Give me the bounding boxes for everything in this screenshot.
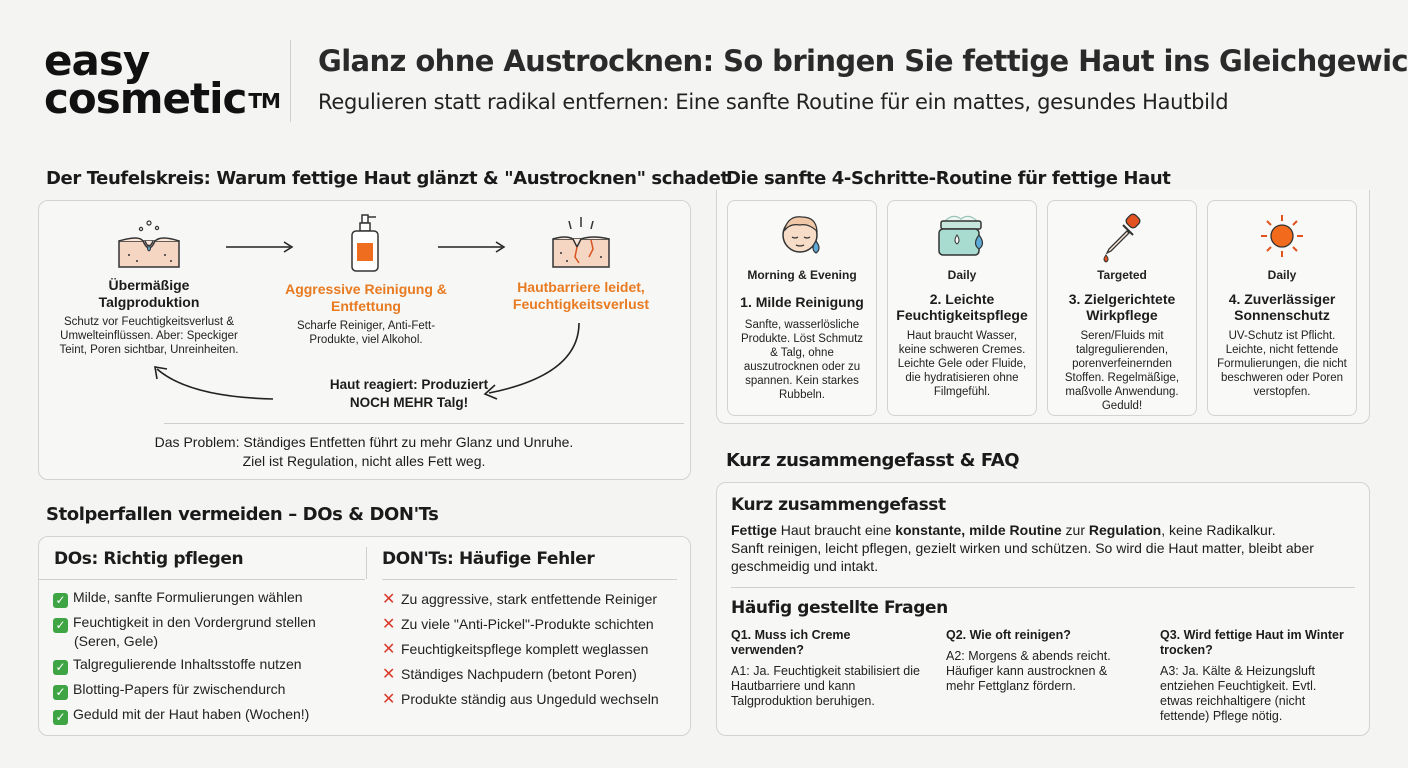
routine-3-desc: Seren/Fluids mit talgregulierenden, pore… <box>1064 330 1180 412</box>
summary-divider <box>731 587 1355 588</box>
vicious-step-2-title: Aggressive Reinigung & Entfettung <box>285 281 447 314</box>
dont-item: ✕Ständiges Nachpudern (betont Poren) <box>382 666 637 683</box>
faq-answer-3: A3: Ja. Kälte & Heizungsluft entziehen F… <box>1160 664 1317 723</box>
donts-heading: DON'Ts: Häufige Fehler <box>382 549 595 569</box>
routine-2-title: 2. Leichte Feuchtigkeitspflege <box>896 291 1028 323</box>
vicious-step-3-title: Hautbarriere leidet, Feuchtigkeitsverlus… <box>512 279 650 312</box>
summary-section-heading: Kurz zusammengefasst & FAQ <box>726 450 1020 471</box>
routine-card-1: Morning & Evening 1. Milde Reinigung San… <box>727 200 877 416</box>
routine-1-title: 1. Milde Reinigung <box>740 294 864 310</box>
brand-line1: easy <box>44 36 150 85</box>
routine-card-2: Daily 2. Leichte Feuchtigkeitspflege Hau… <box>887 200 1037 416</box>
vicious-step-1-desc: Schutz vor Feuchtigkeitsverlust & Umwelt… <box>59 316 239 356</box>
dont-item: ✕Zu viele "Anti-Pickel"-Produkte schicht… <box>382 616 654 633</box>
routine-heading: Die sanfte 4-Schritte-Routine für fettig… <box>726 168 1171 189</box>
do-item: ✓Blotting-Papers für zwischendurch <box>53 681 285 700</box>
vicious-circle-heading: Der Teufelskreis: Warum fettige Haut glä… <box>46 168 729 189</box>
dont-item: ✕Feuchtigkeitspflege komplett weglassen <box>382 641 649 658</box>
cross-icon: ✕ <box>382 591 396 608</box>
talg-reaction-text: Haut reagiert: Produziert NOCH MEHR Talg… <box>329 377 489 410</box>
check-icon: ✓ <box>53 618 68 633</box>
problem-line-2: Ziel ist Regulation, nicht alles Fett we… <box>242 453 486 469</box>
cross-icon: ✕ <box>382 666 396 683</box>
do-item: ✓Feuchtigkeit in den Vordergrund stellen… <box>53 614 353 650</box>
routine-1-desc: Sanfte, wasserlösliche Produkte. Löst Sc… <box>740 319 864 401</box>
routine-3-title: 3. Zielgerichtete Wirkpflege <box>1068 291 1176 323</box>
cross-icon: ✕ <box>382 616 396 633</box>
skin-pore-icon <box>118 220 180 268</box>
cycle-arrows-icon <box>154 322 580 400</box>
vicious-step-2: Aggressive Reinigung & Entfettung Scharf… <box>276 213 456 347</box>
faq-question-2: Q2. Wie oft reinigen? <box>946 628 1071 642</box>
cream-jar-icon <box>938 215 984 256</box>
routine-card-4: Daily 4. Zuverlässiger Sonnenschutz UV-S… <box>1207 200 1357 416</box>
dont-item: ✕Produkte ständig aus Ungeduld wechseln <box>382 691 659 708</box>
column-divider <box>366 547 367 579</box>
brand-line2: cosmetic <box>44 74 247 123</box>
summary-heading: Kurz zusammengefasst <box>731 495 946 515</box>
dropper-icon <box>1103 213 1141 263</box>
page-title: Glanz ohne Austrocknen: So bringen Sie f… <box>318 44 1408 78</box>
faq-question-1: Q1. Muss ich Creme verwenden? <box>731 628 851 657</box>
vicious-step-1: Übermäßige Talgproduktion Schutz vor Feu… <box>59 215 239 357</box>
page-subtitle: Regulieren statt radikal entfernen: Eine… <box>318 90 1229 114</box>
routine-2-tag: Daily <box>947 268 977 282</box>
vicious-divider <box>164 423 684 424</box>
vicious-step-2-desc: Scharfe Reiniger, Anti-Fett-Produkte, vi… <box>296 320 436 346</box>
donts-divider <box>382 579 677 580</box>
routine-4-desc: UV-Schutz ist Pflicht. Leichte, nicht fe… <box>1217 330 1347 398</box>
summary-box: Kurz zusammengefasst Fettige Haut brauch… <box>716 482 1370 736</box>
dos-heading: DOs: Richtig pflegen <box>54 549 244 569</box>
check-icon: ✓ <box>53 685 68 700</box>
arrow-right-icon <box>438 241 506 253</box>
dos-divider <box>39 579 365 580</box>
check-icon: ✓ <box>53 593 68 608</box>
do-item: ✓Talgregulierende Inhaltsstoffe nutzen <box>53 656 302 675</box>
do-item: ✓Geduld mit der Haut haben (Wochen!) <box>53 706 309 725</box>
vicious-problem-text: Das Problem: Ständiges Entfetten führt z… <box>39 433 689 471</box>
cross-icon: ✕ <box>382 691 396 708</box>
routine-card-3: Targeted 3. Zielgerichtete Wirkpflege Se… <box>1047 200 1197 416</box>
face-wash-icon <box>782 216 820 254</box>
sun-icon <box>1261 215 1303 257</box>
pitfalls-box: DOs: Richtig pflegen DON'Ts: Häufige Feh… <box>38 536 691 736</box>
routine-4-tag: Daily <box>1267 268 1297 282</box>
problem-line-1: Das Problem: Ständiges Entfetten führt z… <box>154 434 574 450</box>
faq-heading: Häufig gestellte Fragen <box>731 598 948 618</box>
pitfalls-heading: Stolperfallen vermeiden – DOs & DON'Ts <box>46 504 439 525</box>
header-divider <box>290 40 291 122</box>
do-item: ✓Milde, sanfte Formulierungen wählen <box>53 589 303 608</box>
cracked-skin-icon <box>552 217 610 268</box>
routine-2-desc: Haut braucht Wasser, keine schweren Crem… <box>897 330 1027 398</box>
faq-answer-1: A1: Ja. Feuchtigkeit stabilisiert die Ha… <box>731 664 920 708</box>
dont-item: ✕Zu aggressive, stark entfettende Reinig… <box>382 591 658 608</box>
cleanser-bottle-icon <box>351 214 379 272</box>
faq-question-3: Q3. Wird fettige Haut im Winter trocken? <box>1160 628 1344 657</box>
routine-4-title: 4. Zuverlässiger Sonnenschutz <box>1228 291 1336 323</box>
faq-answer-2: A2: Morgens & abends reicht. Häufiger ka… <box>946 649 1111 693</box>
routine-3-tag: Targeted <box>1097 268 1147 282</box>
vicious-circle-box: Übermäßige Talgproduktion Schutz vor Feu… <box>38 200 691 480</box>
check-icon: ✓ <box>53 660 68 675</box>
trademark-symbol: TM <box>248 89 281 113</box>
check-icon: ✓ <box>53 710 68 725</box>
summary-text: Fettige Haut braucht eine konstante, mil… <box>731 522 1314 574</box>
arrow-right-icon <box>226 241 294 253</box>
routine-1-tag: Morning & Evening <box>747 268 857 282</box>
vicious-step-3: Hautbarriere leidet, Feuchtigkeitsverlus… <box>491 213 671 313</box>
cross-icon: ✕ <box>382 641 396 658</box>
vicious-step-1-title: Übermäßige Talgproduktion <box>98 277 200 310</box>
